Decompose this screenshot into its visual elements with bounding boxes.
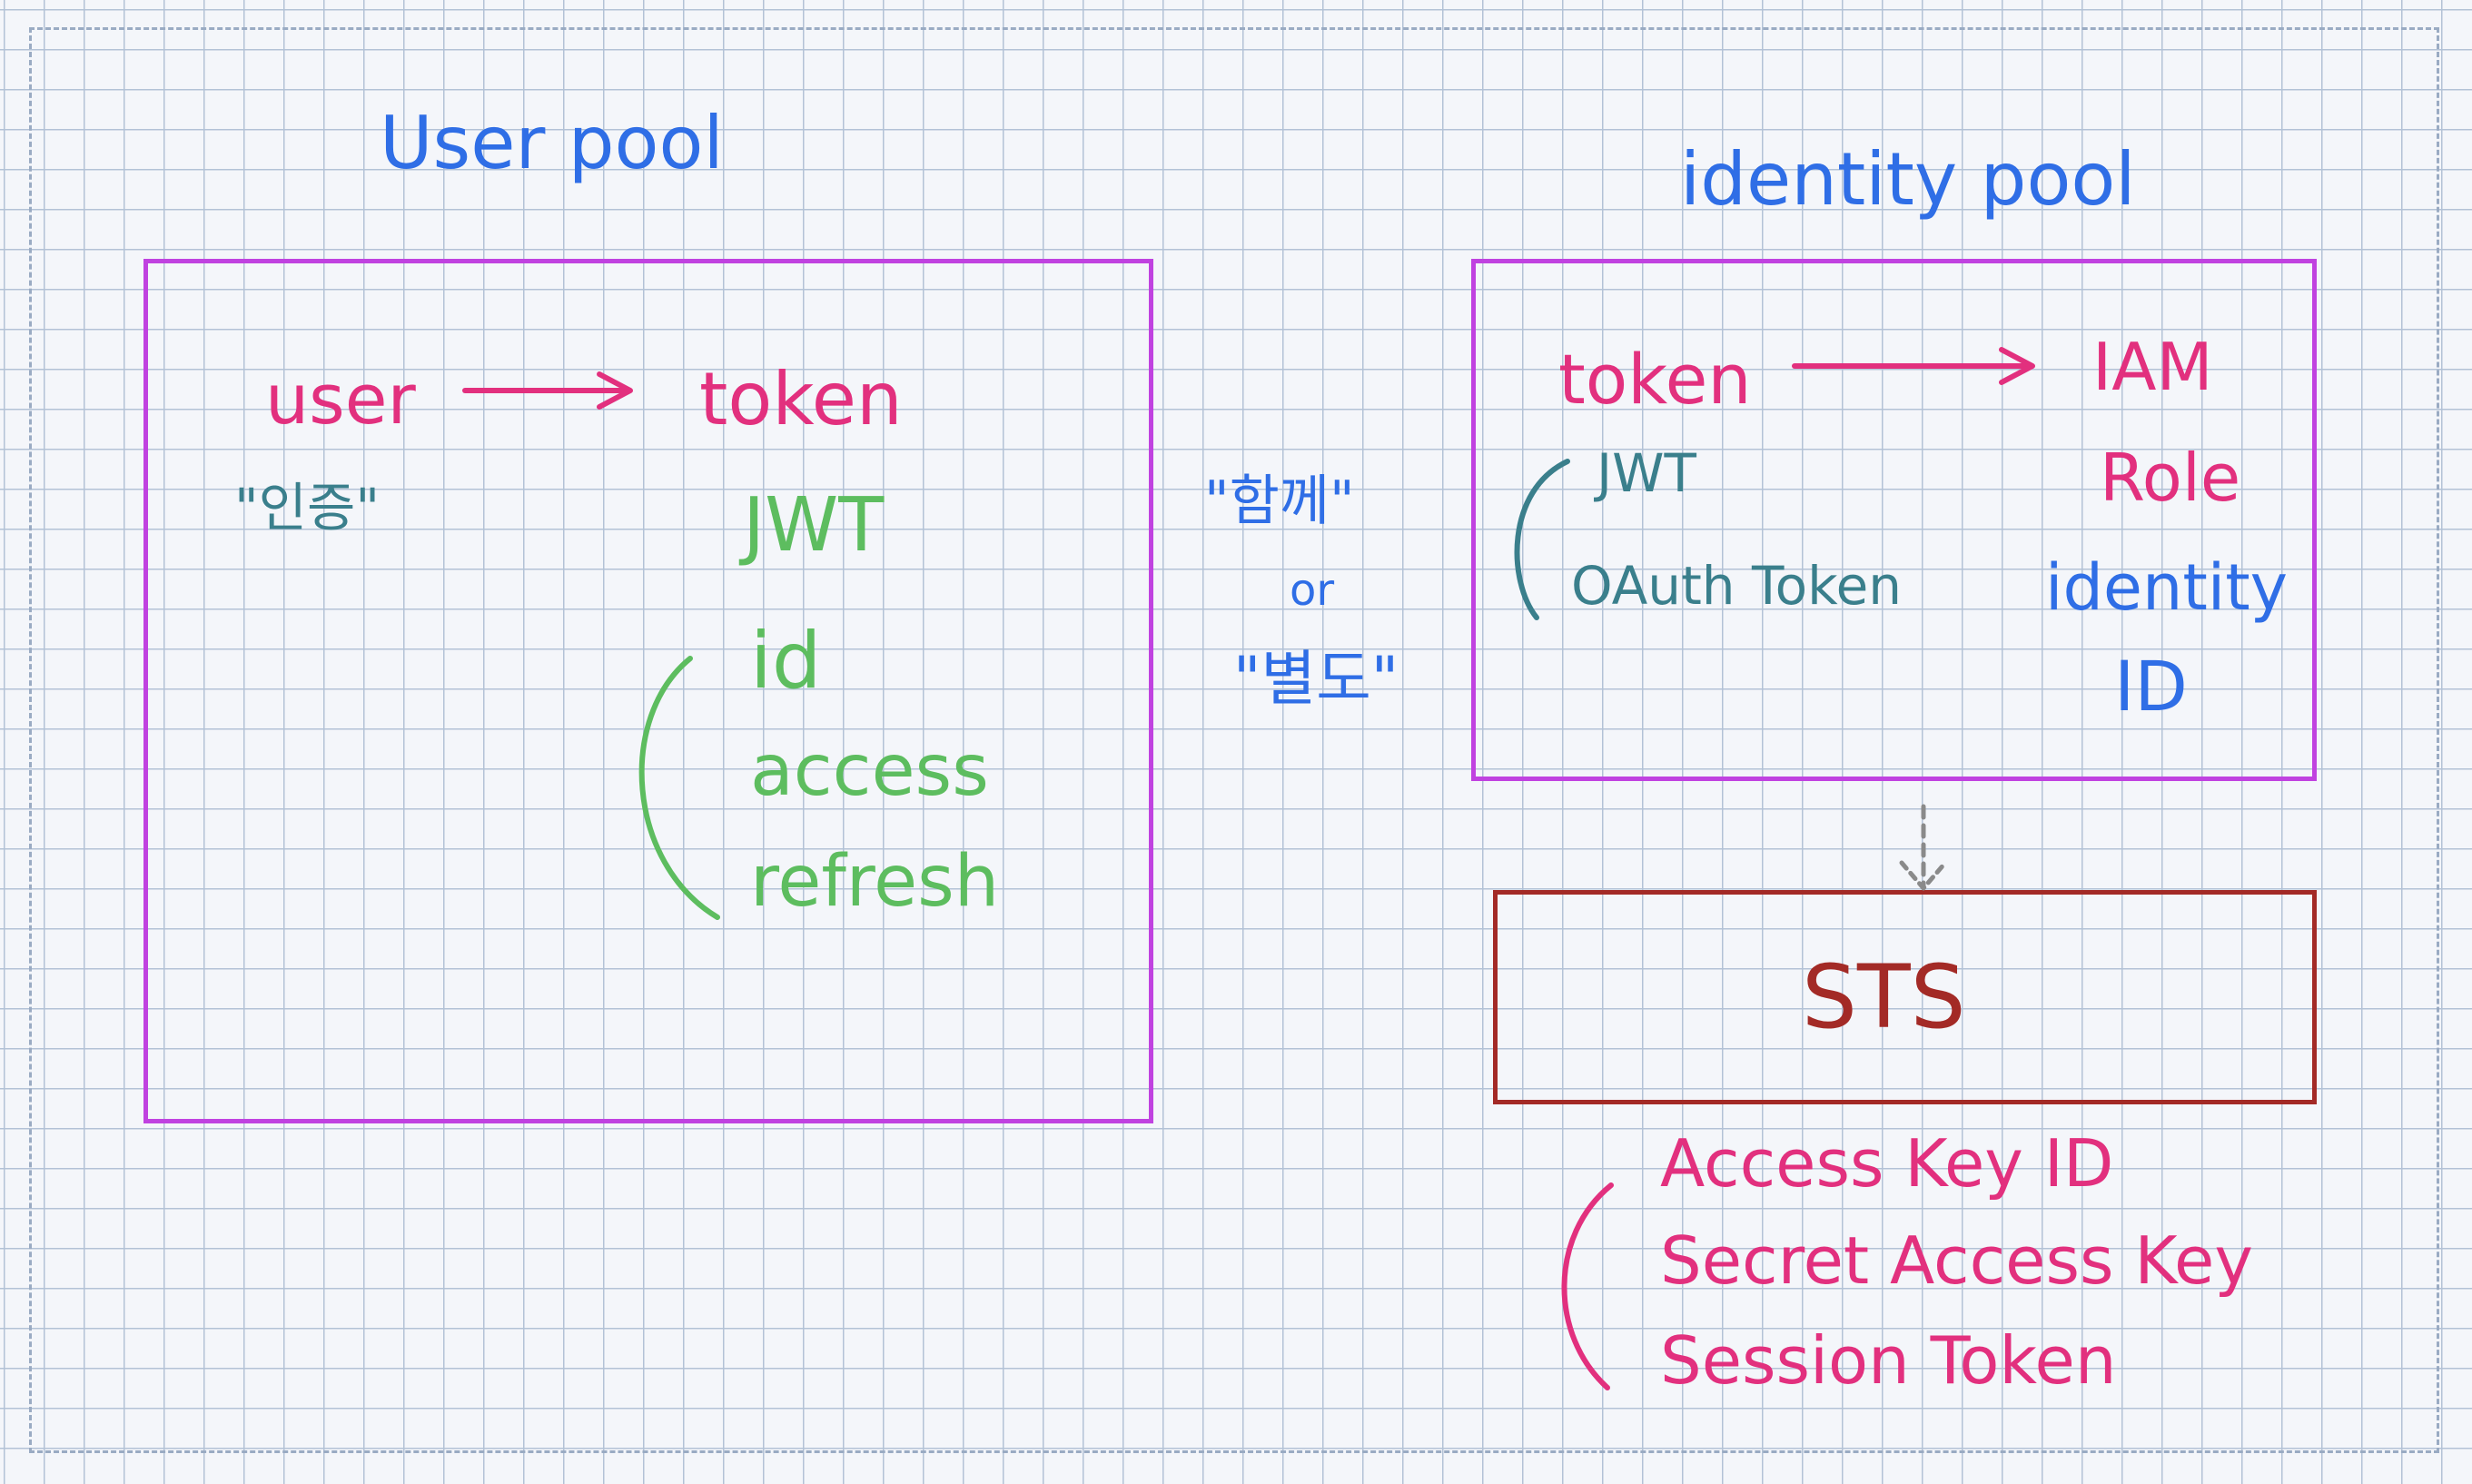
id-label: ID (2114, 646, 2188, 727)
credential-access-key-id: Access Key ID (1660, 1125, 2114, 1202)
identity-label: identity (2045, 550, 2289, 625)
credential-secret-access-key: Secret Access Key (1660, 1222, 2253, 1299)
iam-label: IAM (2092, 329, 2213, 405)
jwt-label: JWT (743, 482, 885, 569)
user-pool-title: User pool (380, 101, 724, 185)
token-type-id: id (750, 616, 822, 707)
role-label: Role (2100, 440, 2241, 516)
together-note: "함께" (1204, 470, 1355, 533)
token-type-access: access (750, 730, 989, 812)
input-type-oauth-token: OAuth Token (1571, 555, 1903, 617)
user-label: user (265, 359, 416, 440)
user-pool-token-label: token (699, 357, 903, 441)
user-pool-box (143, 259, 1153, 1123)
sts-label: STS (1802, 946, 1966, 1048)
page-frame (29, 27, 2439, 1453)
auth-note: "인증" (234, 477, 381, 539)
sts-box (1493, 890, 2317, 1104)
separate-note: "별도" (1233, 644, 1399, 714)
identity-pool-box (1471, 259, 2317, 781)
identity-pool-title: identity pool (1680, 137, 2136, 222)
or-label: or (1290, 565, 1335, 616)
input-type-jwt: JWT (1597, 442, 1696, 504)
token-type-refresh: refresh (750, 841, 1000, 923)
credential-session-token: Session Token (1660, 1322, 2117, 1399)
identity-pool-token-label: token (1558, 339, 1752, 420)
